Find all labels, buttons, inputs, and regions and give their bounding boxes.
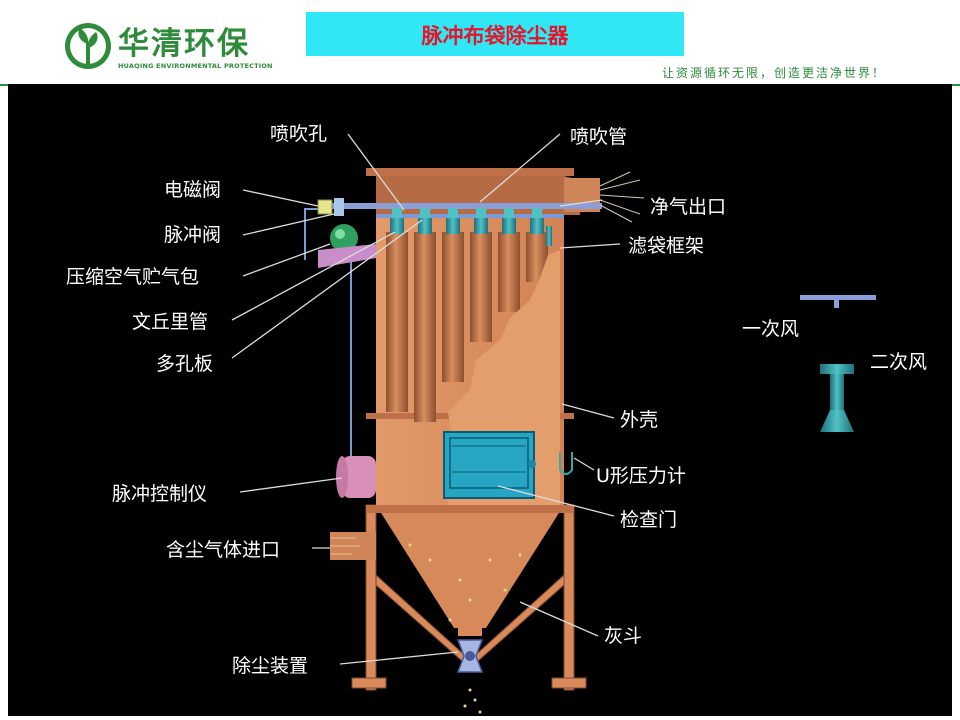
label-pulse-valve: 脉冲阀 [164, 224, 221, 246]
label-u-gauge: U形压力计 [596, 465, 686, 487]
leaf-logo-icon [62, 20, 114, 72]
label-secondary-air: 二次风 [870, 351, 927, 373]
valve-assembly [304, 198, 376, 460]
label-perforated-plate: 多孔板 [156, 353, 213, 375]
label-blow-pipe: 喷吹管 [570, 126, 627, 148]
label-primary-air: 一次风 [742, 318, 799, 340]
label-dusty-gas-inlet: 含尘气体进口 [166, 539, 280, 561]
company-name: 华清环保 [118, 18, 250, 63]
label-clean-gas-outlet: 净气出口 [650, 196, 726, 218]
label-pulse-controller: 脉冲控制仪 [112, 483, 207, 505]
label-solenoid-valve: 电磁阀 [164, 179, 221, 201]
label-air-tank: 压缩空气贮气包 [66, 266, 199, 288]
label-shell: 外壳 [620, 409, 658, 431]
header-bar: 华清环保 HUAQING ENVIRONMENTAL PROTECTION 脉冲… [0, 0, 960, 84]
label-nozzle-hole: 喷吹孔 [270, 123, 327, 145]
label-venturi: 文丘里管 [132, 311, 208, 333]
outlet-spray [600, 172, 644, 222]
title-banner: 脉冲布袋除尘器 [306, 12, 684, 56]
primary-air-symbol [800, 295, 876, 308]
label-ash-hopper: 灰斗 [604, 625, 642, 647]
inspection-door [444, 432, 536, 498]
diagram-canvas: 喷吹孔 喷吹管 电磁阀 净气出口 脉冲阀 滤袋框架 压缩空气贮气包 文丘里管 多… [8, 84, 952, 716]
page-title: 脉冲布袋除尘器 [306, 20, 684, 50]
pulse-controller-device [336, 456, 376, 498]
label-bag-cage: 滤袋框架 [628, 235, 704, 257]
discharge-valve [458, 628, 482, 672]
label-inspection-door: 检查门 [620, 509, 677, 531]
secondary-air-symbol [820, 364, 854, 432]
inlet-pipe [330, 532, 376, 560]
baghouse-diagram: 喷吹孔 喷吹管 电磁阀 净气出口 脉冲阀 滤袋框架 压缩空气贮气包 文丘里管 多… [8, 84, 952, 716]
label-dust-discharge: 除尘装置 [232, 655, 308, 677]
slogan-text: 让资源循环无限，创造更洁净世界！ [662, 64, 886, 81]
company-name-english: HUAQING ENVIRONMENTAL PROTECTION [118, 62, 273, 70]
